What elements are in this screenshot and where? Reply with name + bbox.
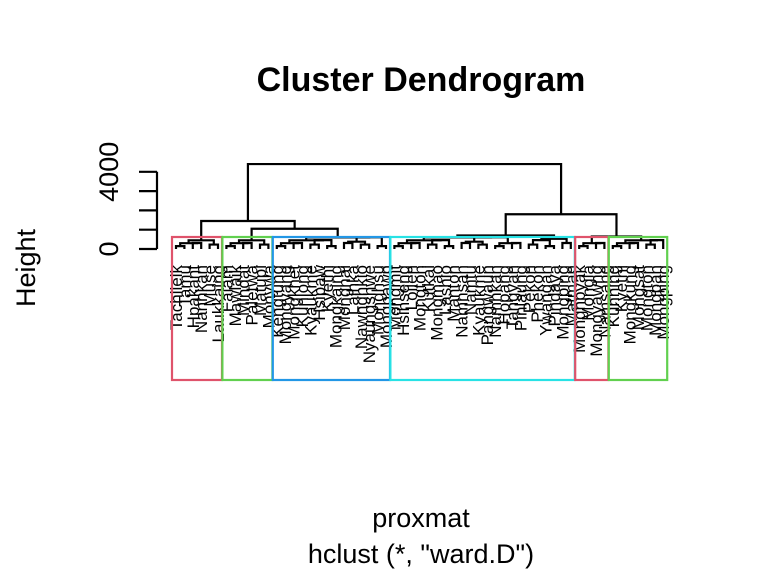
leaf-labels: TachileikTamuHpakantNanhkanMuseLaukkaing… [167,264,673,363]
leaf-label: Kyethi [318,265,337,312]
dendrogram-branch [494,245,505,249]
dendrogram-branch [225,245,236,249]
leaf-label: Kyethi [612,265,631,312]
dendrogram-branch [208,243,220,249]
leaf-label: Mongton [637,265,656,331]
leaf-label: Kunlong [293,265,312,327]
leaf-label: Phekon [528,265,547,323]
leaf-label: Ywangan [537,265,556,336]
leaf-label: Mongmao [427,265,446,341]
leaf-label: Mongyang [276,265,295,344]
dendrogram-branch [393,245,404,249]
leaf-label: Matupi [251,265,270,316]
leaf-label: Namtu [461,265,480,315]
subtitle: hclust (*, "ward.D") [308,539,534,569]
merge-right-branch [504,213,618,237]
leaf-label: Mawlaik [226,265,245,327]
cluster-rectangles [170,235,669,382]
leaf-label: Muse [201,265,220,307]
y-axis: 0 4000 [94,142,159,257]
leaf-label: Pangwaun [478,265,497,345]
leaf-label: Hsipaw [310,264,329,320]
leaf-label: Kutkai [419,265,438,312]
y-axis-label: Height [11,228,41,307]
leaf-label: Mongkhet [285,265,304,340]
leaf-label: Namhsan [453,265,472,338]
dendrogram-branch [477,243,488,249]
dendrogram-branch [326,245,337,249]
leaf-label: Manton [444,265,463,322]
leaf-label: Pindaya [545,264,564,326]
leaf-label: Paletwa [243,264,262,325]
leaf-label: Mongnai [335,265,354,330]
leaf-label: Laihka [343,264,362,315]
dendrogram-branch [460,241,472,249]
dendrogram-branch [275,245,287,249]
leaf-label: Namhkan [486,265,505,338]
dendrogram-branch [376,245,388,249]
dendrogram-branch [359,243,371,249]
leaf-label: Tamu [175,265,194,307]
leaf-label: Mongkaing [327,265,346,348]
merge-root [246,162,563,222]
leaf-label: Mongsat [629,265,648,330]
dendrogram-branch [426,243,438,249]
dendrogram-branch [174,245,186,249]
leaf-label: Mongpan [646,265,665,336]
leaf-label: Loilen [402,265,421,310]
leaf-label: Mindat [234,265,253,316]
leaf-label: Lashio [436,265,455,315]
cluster-rect-6 [607,235,669,382]
leaf-label: Pinlaung [511,265,530,331]
dendrogram-branch [342,241,354,249]
dendrogram-branch [561,241,572,249]
y-tick-label: 0 [94,241,124,256]
leaf-label: Mongton [411,265,430,331]
leaf-label: Mongla [579,264,598,320]
y-tick-label: 4000 [94,142,124,202]
leaf-label: Mongyawng [587,265,606,357]
leaf-label: Mongping [654,265,673,340]
leaf-label: Mongping [553,265,572,340]
dendrogram-branch [645,243,656,249]
dendrogram-branch [309,243,320,249]
leaf-label: Tangyan [503,265,522,329]
chart-title: Cluster Dendrogram [257,61,586,99]
leaf-label: Nanhkan [192,265,211,333]
dendrogram-branch [544,245,556,249]
leaf-label: Kyaukme [469,265,488,336]
leaf-label: Hopang [495,265,514,325]
leaf-label: Monghsu [369,265,388,335]
dendrogram-branch [578,245,589,249]
dendrogram-branch [611,245,623,249]
dendrogram-branch [258,243,270,249]
leaf-label: Nawnghkio [352,265,371,349]
leaf-label: Hpakant [184,265,203,329]
leaf-label: Hsihseng [394,265,413,336]
merge-left-sub [250,227,339,241]
leaf-label: Pekon [520,265,539,313]
leaf-label: Nyaungshwe [360,265,379,363]
leaf-label: Kyaukme [301,265,320,336]
dendrogram-branch [443,245,455,249]
dendrogram-branch [527,243,539,249]
leaf-label: Mongkung [621,265,640,344]
x-axis-label: proxmat [372,503,470,533]
